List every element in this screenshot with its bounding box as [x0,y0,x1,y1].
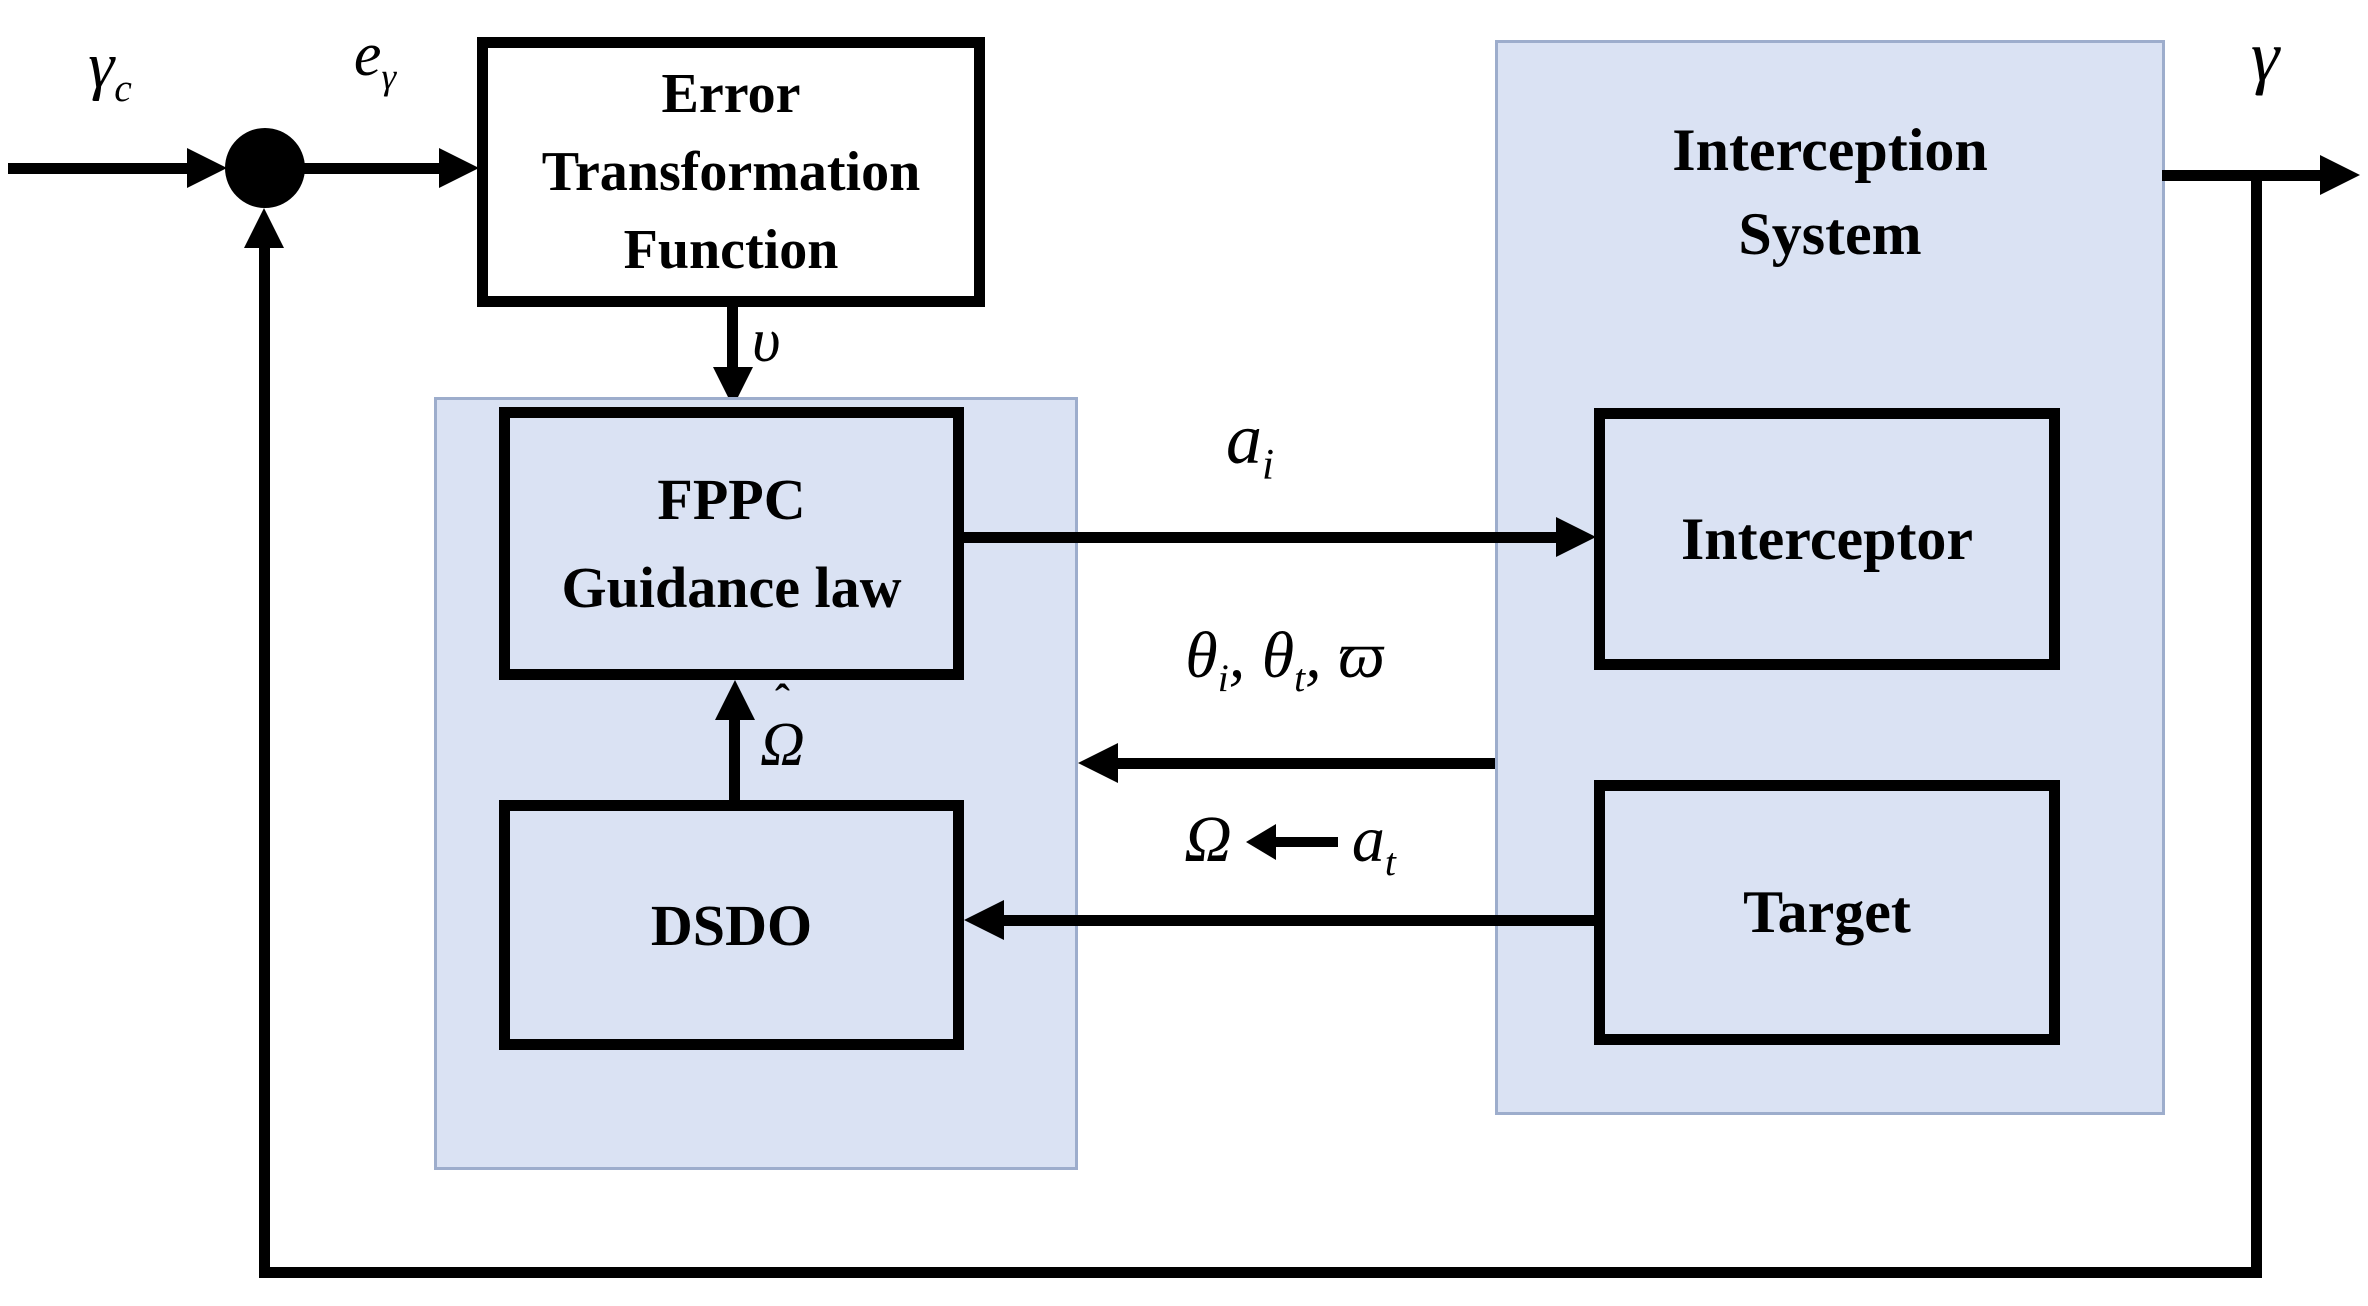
e-gamma-label: eγ [353,21,397,98]
e-gamma-line [303,163,439,174]
dsdo-label: DSDO [650,892,813,958]
theta-arrowhead-icon [1078,743,1118,783]
interceptor-label: Interceptor [1680,505,1974,572]
omega-hat-arrowhead-icon [715,680,755,720]
theta-line [1116,758,1495,769]
etf-line3: Function [623,219,839,281]
upsilon-line [727,301,738,367]
theta-signals-label: θi, θt, ϖ [1185,619,1385,701]
gamma-out-arrowhead-icon [2320,155,2360,195]
gamma-out-label: γ [2250,16,2280,96]
target-box: Target [1594,780,2060,1045]
e-gamma-arrowhead-icon [439,148,479,188]
gamma-out-line [2162,170,2322,181]
error-transformation-function-box: Error Transformation Function [477,37,985,307]
left-arrow-icon [1245,819,1338,863]
summing-junction [225,128,305,208]
fppc-line2: Guidance law [561,554,902,620]
gamma-c-input-line [8,163,188,174]
dsdo-box: DSDO [499,800,964,1050]
etf-line2: Transformation [541,141,921,203]
feedback-arrowhead-icon [244,208,284,248]
upsilon-label: υ [752,307,781,375]
a-t-line [1002,915,1594,926]
fppc-line1: FPPC [657,466,806,532]
a-i-arrowhead-icon [1556,517,1596,557]
etf-line1: Error [661,63,801,125]
interception-title-line1: Interception [1672,117,1988,183]
a-t-arrowhead-icon [964,900,1004,940]
feedback-bottom-line [259,1267,2262,1278]
fppc-guidance-law-box: FPPC Guidance law [499,407,964,680]
a-i-line [960,532,1556,543]
feedback-right-line [2251,170,2262,1278]
omega-hat-line [729,718,740,802]
interceptor-box: Interceptor [1594,408,2060,670]
gamma-c-arrowhead-icon [187,148,227,188]
feedback-left-line [259,246,270,1278]
interception-title-line2: System [1738,201,1922,267]
gamma-c-label: γc [88,29,132,111]
target-label: Target [1743,879,1911,945]
a-i-label: ai [1226,399,1274,489]
interception-system-title: Interception System [1495,108,2165,276]
